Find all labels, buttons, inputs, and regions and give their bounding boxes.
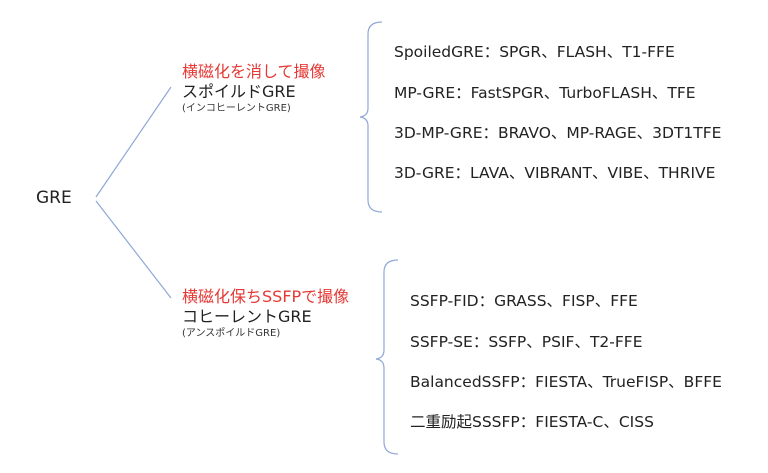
list-item: MP-GRE：FastSPGR、TurboFLASH、TFE [394, 84, 696, 102]
branch-heading-coherent: 横磁化保ちSSFPで撮像 [182, 287, 350, 306]
list-item: SpoiledGRE：SPGR、FLASH、T1-FFE [394, 43, 675, 61]
list-item: SSFP-SE：SSFP、PSIF、T2-FFE [410, 333, 643, 351]
branch-name-coherent: コヒーレントGRE [182, 307, 312, 326]
branch-note-spoiled: (インコヒーレントGRE) [182, 103, 291, 114]
root-label: GRE [36, 188, 72, 208]
branch-note-coherent: (アンスポイルドGRE) [182, 328, 281, 339]
list-item: SSFP-FID：GRASS、FISP、FFE [410, 292, 638, 310]
branch-name-spoiled: スポイルドGRE [182, 82, 296, 101]
list-item: 二重励起SSSFP：FIESTA-C、CISS [410, 413, 654, 431]
branch-line-upper [95, 86, 172, 198]
branch-line-lower [95, 200, 172, 299]
list-item: 3D-MP-GRE：BRAVO、MP-RAGE、3DT1TFE [394, 124, 722, 142]
list-item: 3D-GRE：LAVA、VIBRANT、VIBE、THRIVE [394, 164, 716, 182]
brace-lower [375, 259, 399, 455]
branch-heading-spoiled: 横磁化を消して撮像 [182, 62, 326, 81]
list-item: BalancedSSFP：FIESTA、TrueFISP、BFFE [410, 373, 722, 391]
brace-upper [359, 21, 383, 213]
